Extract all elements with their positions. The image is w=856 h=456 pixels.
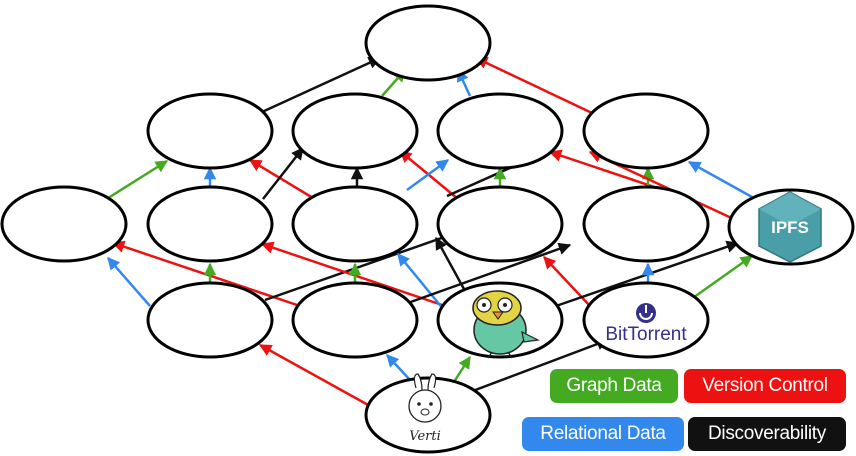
node-r2c xyxy=(436,92,564,170)
edge-arrow xyxy=(687,160,753,199)
node-top xyxy=(364,4,492,82)
legend-discoverability: Discoverability xyxy=(688,417,846,451)
edge-arrow xyxy=(107,257,151,307)
edge-arrow xyxy=(689,254,754,302)
legend-version-control: Version Control xyxy=(684,369,846,403)
edge-arrow xyxy=(386,354,411,381)
edge-arrow xyxy=(104,159,169,202)
node-r4a xyxy=(146,281,274,359)
ipfs-logo: IPFS xyxy=(758,191,822,263)
node-r3c xyxy=(291,185,419,263)
edge-arrow xyxy=(258,343,371,408)
edge-arrow xyxy=(261,56,382,114)
node-r2a xyxy=(146,92,274,170)
edge-arrow xyxy=(404,242,572,306)
ipfs-logo-text: IPFS xyxy=(771,218,809,237)
parrot-mascot xyxy=(472,290,540,359)
edge-arrow xyxy=(262,147,304,200)
node-r4b xyxy=(291,281,419,359)
edge-arrow xyxy=(397,253,445,311)
node-r3e xyxy=(582,185,710,263)
edge-arrow xyxy=(469,338,610,394)
bittorrent-logo-text: BitTorrent xyxy=(605,324,687,345)
node-r2b xyxy=(291,92,419,170)
edge-arrow xyxy=(248,158,314,200)
node-r2d xyxy=(582,92,710,170)
node-r3a xyxy=(0,185,128,263)
edge-arrow xyxy=(474,56,593,115)
verti-mascot: Verti xyxy=(408,373,442,444)
bittorrent-logo: BitTorrent xyxy=(605,303,687,345)
legend-graph-data: Graph Data xyxy=(550,369,678,403)
node-r3b xyxy=(146,185,274,263)
edges xyxy=(104,56,754,408)
verti-logo-text: Verti xyxy=(409,429,440,444)
node-r3d xyxy=(436,185,564,263)
edge-arrow xyxy=(406,158,450,192)
legend-relational-data: Relational Data xyxy=(522,417,684,451)
